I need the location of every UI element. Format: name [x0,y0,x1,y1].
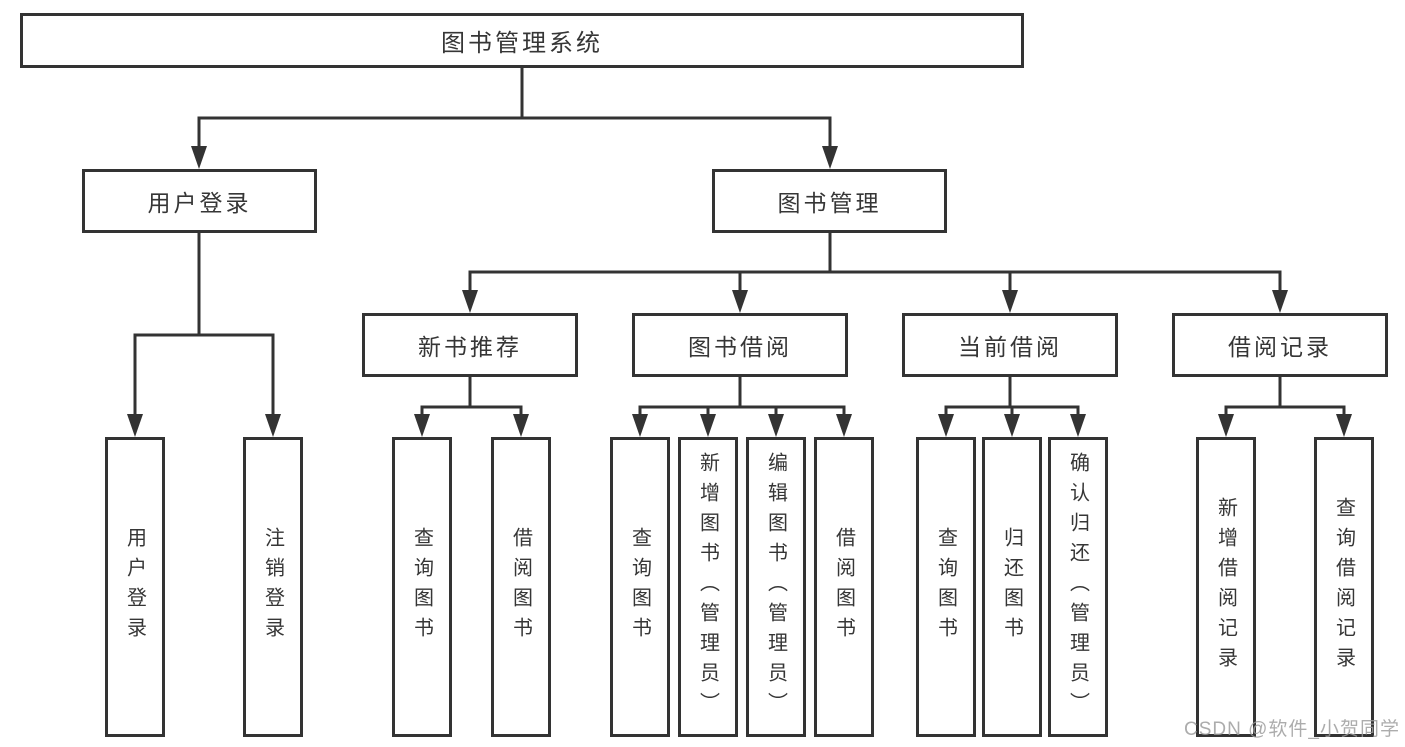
connector-new-book-recommend-to-leaves [420,377,523,420]
connector-book-borrow-to-leaves [638,377,846,420]
node-borrow-records: 借阅记录 [1172,313,1388,377]
arrow-down-icon [414,414,430,437]
arrow-down-icon [513,414,529,437]
arrow-down-icon [1336,414,1352,437]
arrow-down-icon [938,414,954,437]
arrow-down-icon [462,290,478,313]
node-label: 图书管理 [777,190,882,216]
node-new-book-recommend: 新书推荐 [362,313,578,377]
node-label: 归还图书 [1000,527,1023,647]
leaf-borrow-books: 借阅图书 [814,437,874,737]
leaf-edit-book-admin: 编辑图书（管理员） [746,437,806,737]
arrow-down-icon [700,414,716,437]
node-label: 借阅图书 [832,527,855,647]
arrow-down-icon [632,414,648,437]
arrow-down-icon [836,414,852,437]
node-root-system: 图书管理系统 [20,13,1024,68]
arrow-down-icon [191,146,207,169]
node-label: 确认归还（管理员） [1066,452,1089,722]
leaf-borrow-books-recommend: 借阅图书 [491,437,551,737]
leaf-confirm-return-admin: 确认归还（管理员） [1048,437,1108,737]
node-label: 查询借阅记录 [1332,497,1355,677]
arrow-down-icon [127,414,143,437]
arrow-down-icon [265,414,281,437]
leaf-logout: 注销登录 [243,437,303,737]
arrow-down-icon [1002,290,1018,313]
connector-current-borrow-to-leaves [944,377,1080,420]
arrow-down-icon [732,290,748,313]
node-book-management: 图书管理 [712,169,947,233]
leaf-query-books-borrow: 查询图书 [610,437,670,737]
leaf-add-book-admin: 新增图书（管理员） [678,437,738,737]
node-label: 图书管理系统 [441,30,603,57]
node-current-borrow: 当前借阅 [902,313,1118,377]
arrow-down-icon [768,414,784,437]
node-label: 查询图书 [410,527,433,647]
leaf-return-book: 归还图书 [982,437,1042,737]
arrow-down-icon [1070,414,1086,437]
connector-book-management-to-level3 [468,233,1282,295]
node-label: 新增图书（管理员） [696,452,719,722]
arrowheads [127,146,1352,437]
connector-borrow-records-to-leaves [1224,377,1346,420]
connector-user-login-to-leaves [133,233,275,418]
csdn-watermark: CSDN @软件_小贺同学 [1184,719,1400,740]
leaf-user-login: 用户登录 [105,437,165,737]
node-user-login: 用户登录 [82,169,317,233]
node-label: 当前借阅 [958,334,1062,360]
node-label: 查询图书 [934,527,957,647]
node-label: 图书借阅 [688,334,792,360]
arrow-down-icon [1272,290,1288,313]
leaf-query-books-current: 查询图书 [916,437,976,737]
node-label: 新书推荐 [418,334,522,360]
node-label: 新增借阅记录 [1214,497,1237,677]
node-label: 查询图书 [628,527,651,647]
arrow-down-icon [1218,414,1234,437]
node-book-borrow: 图书借阅 [632,313,848,377]
node-label: 借阅记录 [1228,334,1332,360]
leaf-query-borrow-record: 查询借阅记录 [1314,437,1374,737]
node-label: 注销登录 [261,527,284,647]
leaf-add-borrow-record: 新增借阅记录 [1196,437,1256,737]
leaf-query-books-recommend: 查询图书 [392,437,452,737]
connector-root-to-level2 [197,68,832,150]
node-label: 借阅图书 [509,527,532,647]
node-label: 编辑图书（管理员） [764,452,787,722]
arrow-down-icon [822,146,838,169]
node-label: 用户登录 [147,190,252,216]
arrow-down-icon [1004,414,1020,437]
node-label: 用户登录 [123,527,146,647]
